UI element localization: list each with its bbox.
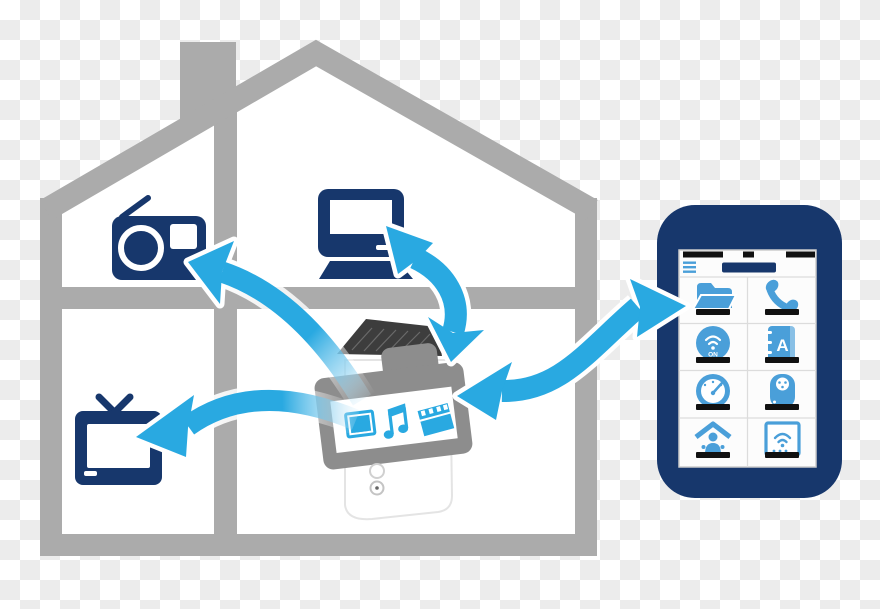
router-icon	[764, 421, 801, 457]
arrowhead	[136, 395, 194, 457]
computer-base	[319, 261, 413, 279]
arrowhead	[630, 279, 686, 337]
home-person-icon	[694, 421, 732, 454]
app-phone-call[interactable]	[763, 277, 800, 315]
media-hub	[314, 319, 473, 521]
app-home-person[interactable]	[694, 421, 732, 458]
camera-icon	[770, 374, 795, 408]
left-wall	[40, 198, 62, 556]
tv-dash	[84, 471, 97, 476]
radio-speaker	[118, 225, 164, 271]
app-wifi[interactable]: ON	[696, 326, 730, 363]
floor-divider	[40, 287, 597, 309]
smartphone: ON A	[657, 205, 842, 498]
title-pill	[722, 262, 776, 273]
arrow-hub-radio	[183, 236, 375, 408]
music-icon	[383, 403, 409, 439]
wifi-icon: ON	[696, 326, 730, 360]
app-label-bar	[765, 309, 799, 315]
interior-wall	[214, 100, 237, 550]
status-bar-segment	[743, 251, 754, 258]
app-label-bar	[696, 404, 730, 410]
app-speedometer[interactable]	[696, 374, 730, 410]
app-label-bar	[765, 452, 799, 458]
video-clapper-icon	[417, 403, 455, 437]
status-bar-segment	[786, 251, 815, 258]
contacts-icon: A	[765, 326, 795, 362]
contacts-letter: A	[776, 336, 788, 355]
status-bar-segment	[683, 251, 723, 258]
app-contacts[interactable]: A	[765, 326, 799, 363]
tv-antenna-left	[95, 393, 118, 416]
app-camera[interactable]	[765, 374, 799, 410]
speedometer-icon	[696, 374, 730, 408]
hub-buttons	[369, 463, 385, 496]
roof	[40, 39, 598, 220]
status-bar	[683, 251, 815, 258]
monitor-screen	[330, 200, 392, 234]
arrow-hub-tv	[131, 385, 362, 462]
app-label-bar	[765, 404, 799, 410]
radio-display	[170, 224, 197, 249]
radio-antenna	[119, 195, 151, 220]
computer-icon	[318, 189, 413, 279]
arrowhead	[428, 317, 484, 362]
app-label-bar	[696, 452, 730, 458]
arrowhead	[457, 362, 512, 420]
hamburger-icon[interactable]	[683, 261, 696, 273]
app-label-bar	[696, 357, 730, 363]
arrowhead	[386, 226, 433, 274]
app-grid-lines	[679, 276, 816, 467]
phone-header	[683, 261, 776, 273]
app-label-bar	[765, 357, 799, 363]
house-base	[40, 534, 597, 556]
tv-antenna-right	[111, 393, 134, 416]
app-folder[interactable]	[691, 283, 738, 315]
arrowhead	[188, 241, 234, 304]
app-router[interactable]	[764, 421, 801, 458]
wifi-on-label: ON	[708, 352, 718, 359]
arrow-hub-computer	[381, 221, 489, 367]
app-label-bar	[696, 309, 730, 315]
arrow-hub-phone	[452, 274, 691, 425]
radio-icon	[112, 195, 206, 280]
